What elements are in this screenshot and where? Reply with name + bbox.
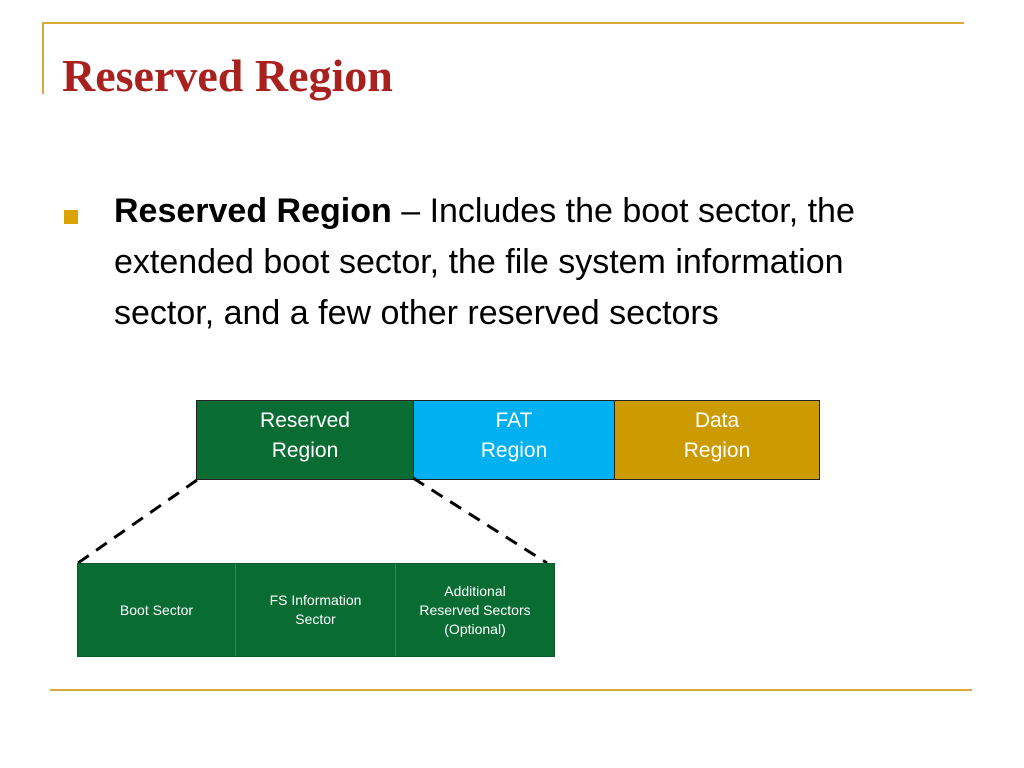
connector-right — [412, 476, 548, 565]
reserved-region-box: Reserved Region — [197, 401, 414, 479]
fat-region-box: FAT Region — [414, 401, 615, 479]
frame-top-line — [42, 22, 964, 24]
data-region-box: Data Region — [615, 401, 819, 479]
slide-title: Reserved Region — [62, 50, 393, 101]
bullet-square-icon — [64, 210, 78, 224]
bullet-term: Reserved Region — [114, 192, 392, 230]
region-bar: Reserved Region FAT Region Data Region — [196, 400, 820, 480]
frame-left-line — [42, 22, 44, 94]
connector-left — [77, 478, 198, 565]
additional-reserved-sectors-box: Additional Reserved Sectors (Optional) — [396, 564, 554, 656]
boot-sector-box: Boot Sector — [78, 564, 236, 656]
fs-information-sector-box: FS Information Sector — [236, 564, 396, 656]
frame-bottom-line — [50, 689, 972, 691]
bullet-separator: – — [391, 192, 430, 230]
reserved-breakdown-bar: Boot Sector FS Information Sector Additi… — [77, 563, 555, 657]
bullet-description: Includes the boot sector, the extended b… — [114, 192, 855, 332]
bullet-text: Reserved Region – Includes the boot sect… — [114, 186, 944, 339]
